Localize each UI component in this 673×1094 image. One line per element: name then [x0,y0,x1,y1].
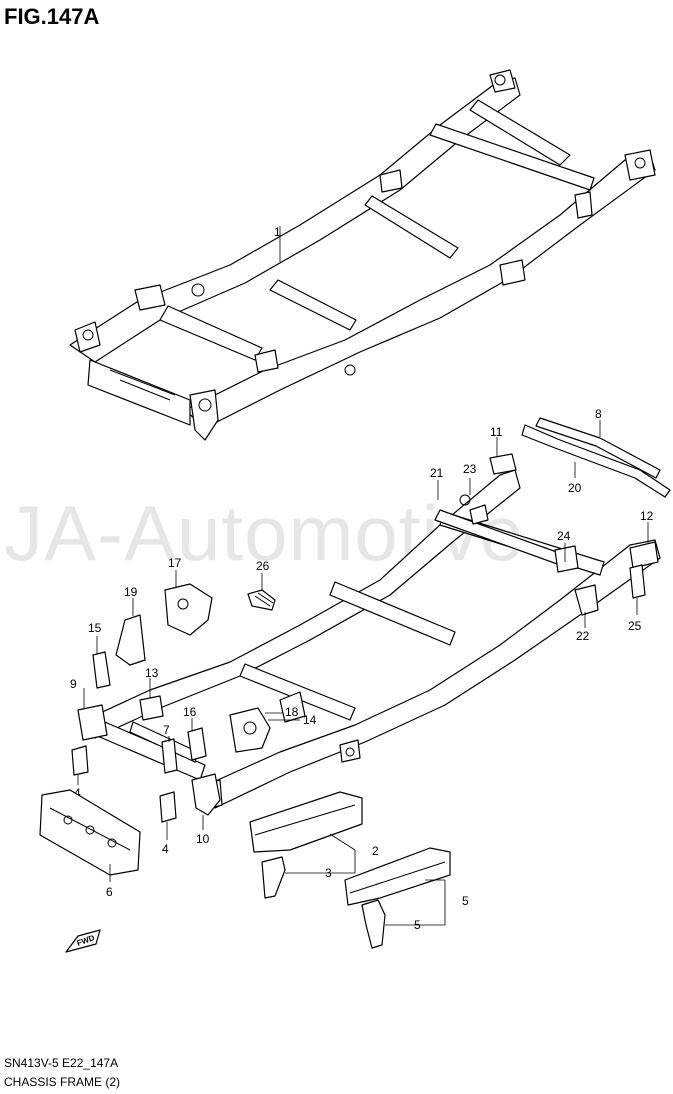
fwd-arrow-icon: FWD [65,929,101,953]
callout-1: 1 [274,225,281,239]
callout-13: 12 [640,509,654,523]
callout-7: 6 [106,885,113,899]
callout-14: 13 [145,666,159,680]
callout-11: 10 [196,832,210,846]
callout-19: 18 [285,705,299,719]
callout-22: 21 [430,466,444,480]
part-15-19-mount [229,707,300,753]
callout-21: 20 [568,481,582,495]
part-7-crossmember [39,789,141,882]
callout-6: 5 [414,918,421,932]
callout-2: 2 [372,844,379,858]
callout-4b: 4 [162,842,169,856]
part-10-mount [77,688,108,741]
part-23-hanger [574,584,599,628]
part-9-21-brace [521,417,671,498]
part-13-bracket [629,522,659,569]
part-17-bracket [187,718,207,761]
callout-15: 14 [303,713,317,727]
part-22-24-brackets [437,478,471,500]
exploded-chassis-frame [84,469,661,811]
part-14-bracket [139,678,164,721]
figure-code: SN413V-5 E22_147A [4,1056,119,1070]
callout-25: 24 [557,529,571,543]
callout-8: 7 [163,723,170,737]
callout-4a: 4 [74,786,81,800]
callout-23: 22 [576,629,590,643]
callout-3: 3 [325,866,332,880]
part-4-brackets [71,745,177,840]
callout-26: 25 [628,619,642,633]
part-18-mount [164,570,213,636]
callout-5: 5 [462,894,469,908]
figure-title: FIG.147A [4,4,100,29]
part-12-bracket [489,437,517,475]
part-11-bracket [191,773,221,830]
part-27-bolt [247,573,276,611]
callout-20: 19 [124,585,138,599]
callout-10: 9 [70,677,77,691]
callout-24: 23 [463,462,477,476]
callout-27: 26 [256,559,270,573]
part-20-bracket [115,598,146,666]
callout-17: 16 [183,705,197,719]
callout-18: 17 [168,556,182,570]
callout-9: 8 [595,407,602,421]
callout-16: 15 [88,621,102,635]
part-8-bracket [161,736,178,774]
part-26-bracket [629,564,646,615]
part-2-3-rail-section [249,791,363,899]
callout-12: 11 [490,425,503,439]
part-16-bracket [92,636,111,689]
figure-name: CHASSIS FRAME (2) [4,1075,121,1089]
part-5-6-rail-section [344,847,451,949]
assembled-chassis-frame: 1 [69,69,656,441]
